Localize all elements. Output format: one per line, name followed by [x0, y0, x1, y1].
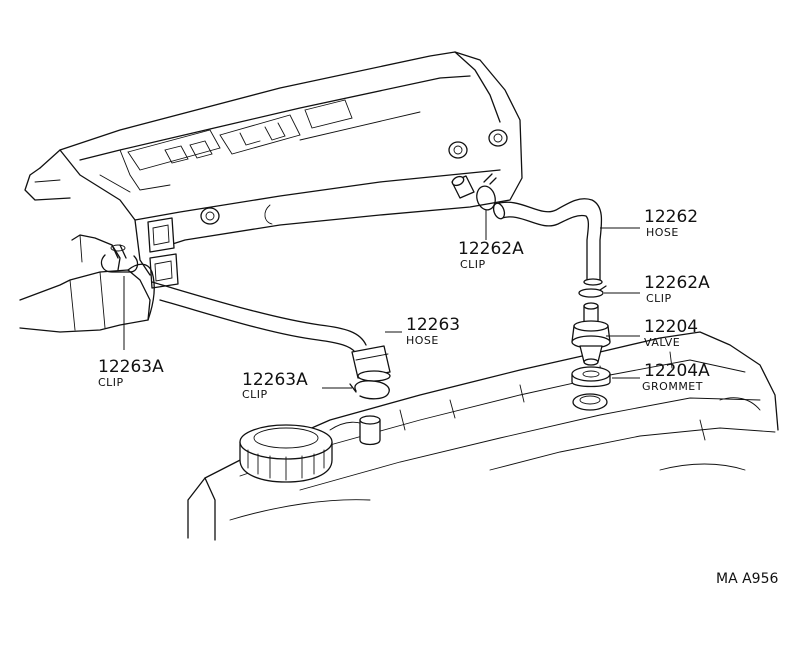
part-number: 12262A	[644, 273, 710, 293]
part-label-hose-12262: 12262 HOSE	[644, 207, 698, 239]
part-number: 12263A	[242, 370, 308, 390]
clip-12263a-mid	[349, 380, 390, 400]
part-label-valve-12204: 12204 VALVE	[644, 317, 698, 349]
intake-manifold	[24, 51, 523, 289]
part-name: CLIP	[460, 258, 486, 271]
leader-lines	[123, 210, 640, 389]
part-number: 12263	[406, 315, 460, 335]
part-name: HOSE	[406, 334, 439, 347]
breather-pipe	[359, 415, 381, 446]
part-number: 12204	[644, 317, 698, 337]
grommet-12204a	[571, 366, 611, 388]
part-label-clip-12263a-mid: 12263A CLIP	[242, 370, 308, 401]
clip-12263a-left	[100, 244, 139, 273]
part-name: HOSE	[646, 226, 679, 239]
part-number: 12262A	[458, 239, 524, 259]
part-name: CLIP	[646, 292, 672, 305]
part-name: CLIP	[98, 376, 124, 389]
part-name: CLIP	[242, 388, 268, 401]
pcv-valve-12204	[571, 302, 611, 366]
part-label-clip-12262a-upper: 12262A CLIP	[458, 239, 524, 271]
diagram-code: MA A956	[716, 571, 778, 587]
clip-12262a-upper	[476, 173, 497, 211]
part-label-grommet-12204a: 12204A GROMMET	[642, 361, 710, 393]
part-number: 12262	[644, 207, 698, 227]
part-name: GROMMET	[642, 380, 703, 393]
part-label-hose-12263: 12263 HOSE	[406, 315, 460, 347]
oil-filler-cap	[239, 424, 333, 483]
grommet-seat	[572, 393, 608, 411]
air-intake-pipe	[19, 234, 155, 333]
hose-12262	[492, 198, 603, 286]
part-label-clip-12262a-lower: 12262A CLIP	[644, 273, 710, 305]
part-number: 12204A	[644, 361, 710, 381]
part-label-clip-12263a-left: 12263A CLIP	[98, 357, 164, 389]
part-number: 12263A	[98, 357, 164, 377]
clip-12262a-lower	[578, 285, 607, 298]
part-name: VALVE	[644, 336, 680, 349]
hose-12263	[151, 281, 391, 382]
